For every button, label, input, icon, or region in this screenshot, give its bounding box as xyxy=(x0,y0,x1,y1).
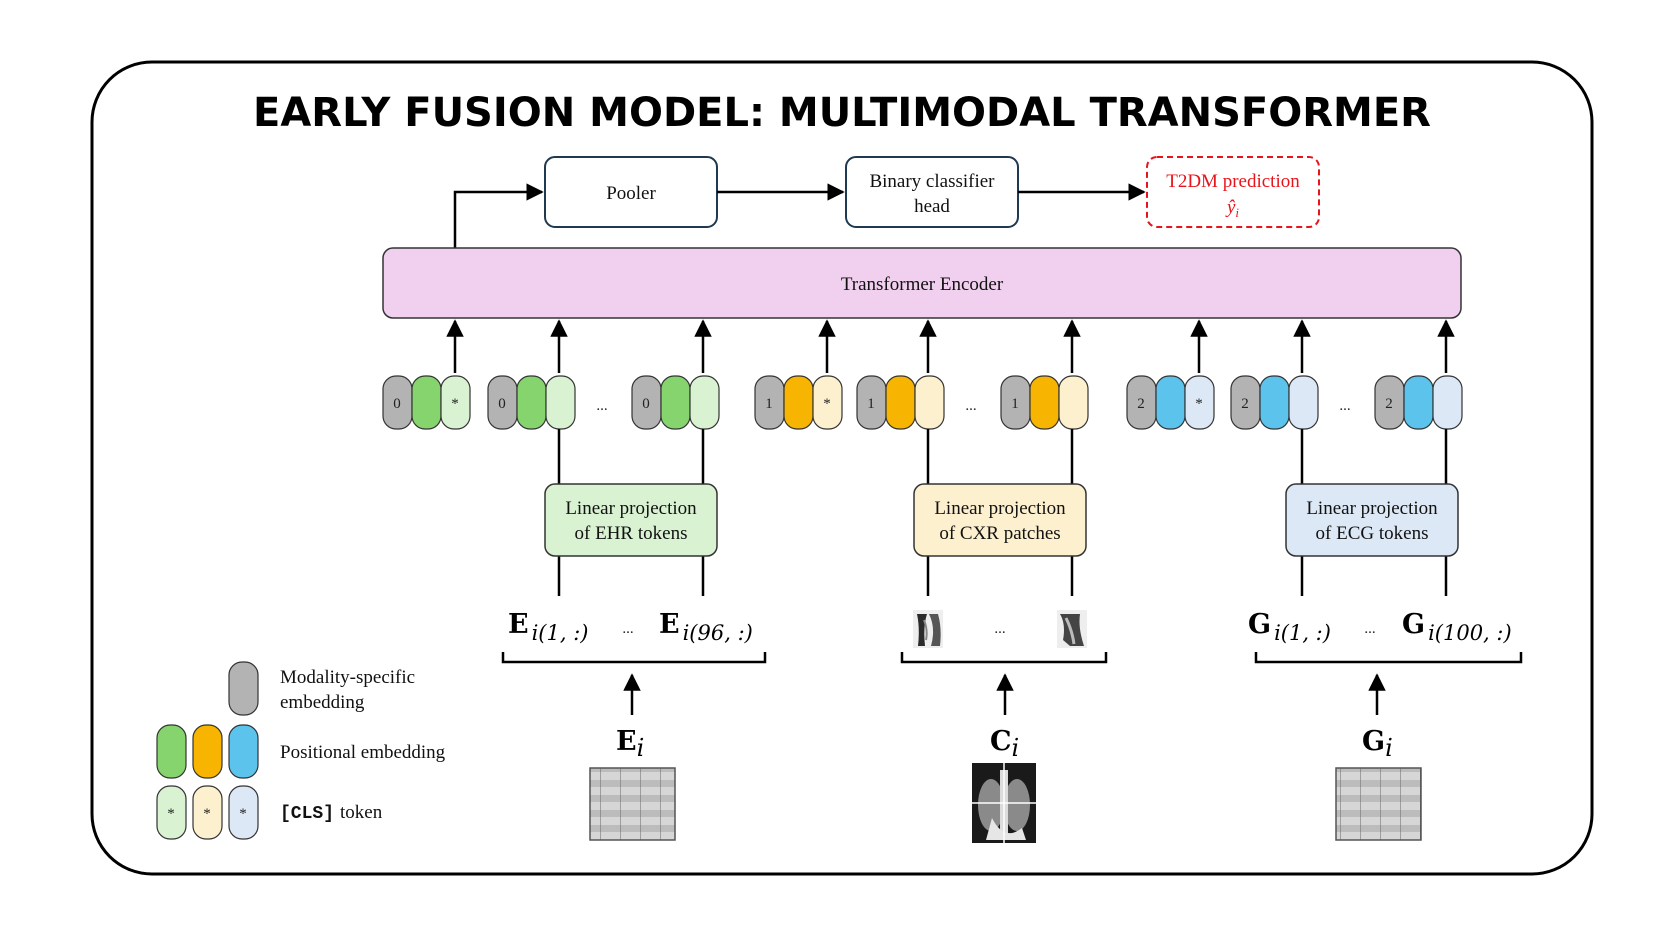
embedding-pill xyxy=(1058,375,1089,430)
cls-mark: * xyxy=(823,396,831,412)
modality-index: 1 xyxy=(1011,396,1019,412)
modality-index: 0 xyxy=(642,396,650,412)
ehr-bracket xyxy=(501,652,767,664)
cxr-first-token: 1 xyxy=(856,375,945,430)
positional-pill xyxy=(1155,375,1186,430)
ecg-bracket xyxy=(1254,652,1523,664)
ehr-projection-line2: of EHR tokens xyxy=(575,523,688,544)
ehr-first-token: 0 xyxy=(487,375,576,430)
pooler-label: Pooler xyxy=(606,183,656,204)
cxr-bracket xyxy=(900,652,1108,664)
transformer-encoder-label: Transformer Encoder xyxy=(841,274,1004,295)
positional-pill xyxy=(783,375,814,430)
arrow-encoder-to-pooler xyxy=(453,183,544,248)
legend-positional-blue xyxy=(228,724,259,779)
modality-index: 0 xyxy=(498,396,506,412)
embedding-pill xyxy=(914,375,945,430)
legend-modality-pill xyxy=(228,661,259,716)
modality-index: 0 xyxy=(393,396,401,412)
positional-pill xyxy=(411,375,442,430)
ehr-projection-box xyxy=(544,483,718,557)
legend-positional-label: Positional embedding xyxy=(280,742,446,763)
ecg-input-ellipsis: ... xyxy=(1364,621,1375,637)
ecg-last-token: 2 xyxy=(1374,375,1463,430)
prediction-subscript: i xyxy=(1235,205,1239,220)
modality-index: 1 xyxy=(867,396,875,412)
ecg-cls-token: 2 * xyxy=(1126,375,1215,430)
positional-pill xyxy=(1259,375,1290,430)
cls-pill xyxy=(1184,375,1215,430)
ehr-cls-token: 0 * xyxy=(382,375,471,430)
legend-cls-mark-blue: * xyxy=(239,806,247,822)
embedding-pill xyxy=(545,375,576,430)
cls-mark: * xyxy=(451,396,459,412)
modality-index: 2 xyxy=(1137,396,1145,412)
ehr-last-token: 0 xyxy=(631,375,720,430)
legend-cls-orange xyxy=(192,785,223,840)
ecg-projection-box xyxy=(1285,483,1459,557)
classifier-label-line2: head xyxy=(914,196,950,217)
prediction-label-line2: ŷi xyxy=(1225,197,1239,220)
cxr-projection-line2: of CXR patches xyxy=(939,523,1060,544)
ecg-matrix-icon xyxy=(1335,767,1422,841)
ecg-token-ellipsis: ... xyxy=(1339,398,1350,414)
cxr-input-ellipsis: ... xyxy=(994,621,1005,637)
embedding-pill xyxy=(1432,375,1463,430)
embedding-pill xyxy=(1288,375,1319,430)
ecg-source-label: Gi xyxy=(1362,726,1393,762)
legend-cls-green xyxy=(156,785,187,840)
legend-cls-blue xyxy=(228,785,259,840)
cls-pill xyxy=(440,375,471,430)
prediction-symbol: ŷ xyxy=(1225,197,1236,218)
cxr-first-patch xyxy=(913,610,943,648)
positional-pill xyxy=(516,375,547,430)
positional-pill xyxy=(1403,375,1434,430)
legend: Modality-specific embedding Positional e… xyxy=(156,661,446,840)
cxr-projection-line1: Linear projection xyxy=(934,498,1066,519)
ehr-source-label: Ei xyxy=(616,726,644,762)
ehr-matrix-icon xyxy=(589,767,676,841)
legend-positional-orange xyxy=(192,724,223,779)
cls-pill xyxy=(812,375,843,430)
token-arrows xyxy=(446,319,1455,373)
cxr-cls-token: 1 * xyxy=(754,375,843,430)
legend-cls-mark-green: * xyxy=(167,806,175,822)
legend-positional-green xyxy=(156,724,187,779)
legend-cls-label: [CLS]token xyxy=(280,802,383,824)
cxr-source-label: Ci xyxy=(990,726,1019,762)
positional-pill xyxy=(660,375,691,430)
transformer-encoder-box xyxy=(382,247,1462,319)
connector-lines xyxy=(557,429,1448,596)
cls-mark: * xyxy=(1195,396,1203,412)
legend-modality-line1: Modality-specific xyxy=(280,667,415,688)
legend-cls-mark-orange: * xyxy=(203,806,211,822)
embedding-pill xyxy=(689,375,720,430)
modality-index: 2 xyxy=(1385,396,1393,412)
ecg-first-token: 2 xyxy=(1230,375,1319,430)
ehr-projection-line1: Linear projection xyxy=(565,498,697,519)
positional-pill xyxy=(885,375,916,430)
legend-modality-line2: embedding xyxy=(280,692,365,713)
modality-index: 2 xyxy=(1241,396,1249,412)
page-title: EARLY FUSION MODEL: MULTIMODAL TRANSFORM… xyxy=(253,90,1431,136)
positional-pill xyxy=(1029,375,1060,430)
ehr-token-ellipsis: ... xyxy=(596,398,607,414)
cxr-image-icon xyxy=(972,763,1036,843)
cxr-token-ellipsis: ... xyxy=(965,398,976,414)
cxr-projection-box xyxy=(913,483,1087,557)
classifier-label-line1: Binary classifier xyxy=(869,171,995,192)
ehr-input-ellipsis: ... xyxy=(622,621,633,637)
ecg-projection-line2: of ECG tokens xyxy=(1316,523,1429,544)
cxr-last-token: 1 xyxy=(1000,375,1089,430)
modality-index: 1 xyxy=(765,396,773,412)
prediction-box xyxy=(1146,156,1320,228)
cxr-last-patch xyxy=(1057,610,1087,648)
prediction-label-line1: T2DM prediction xyxy=(1166,171,1300,192)
ecg-projection-line1: Linear projection xyxy=(1306,498,1438,519)
